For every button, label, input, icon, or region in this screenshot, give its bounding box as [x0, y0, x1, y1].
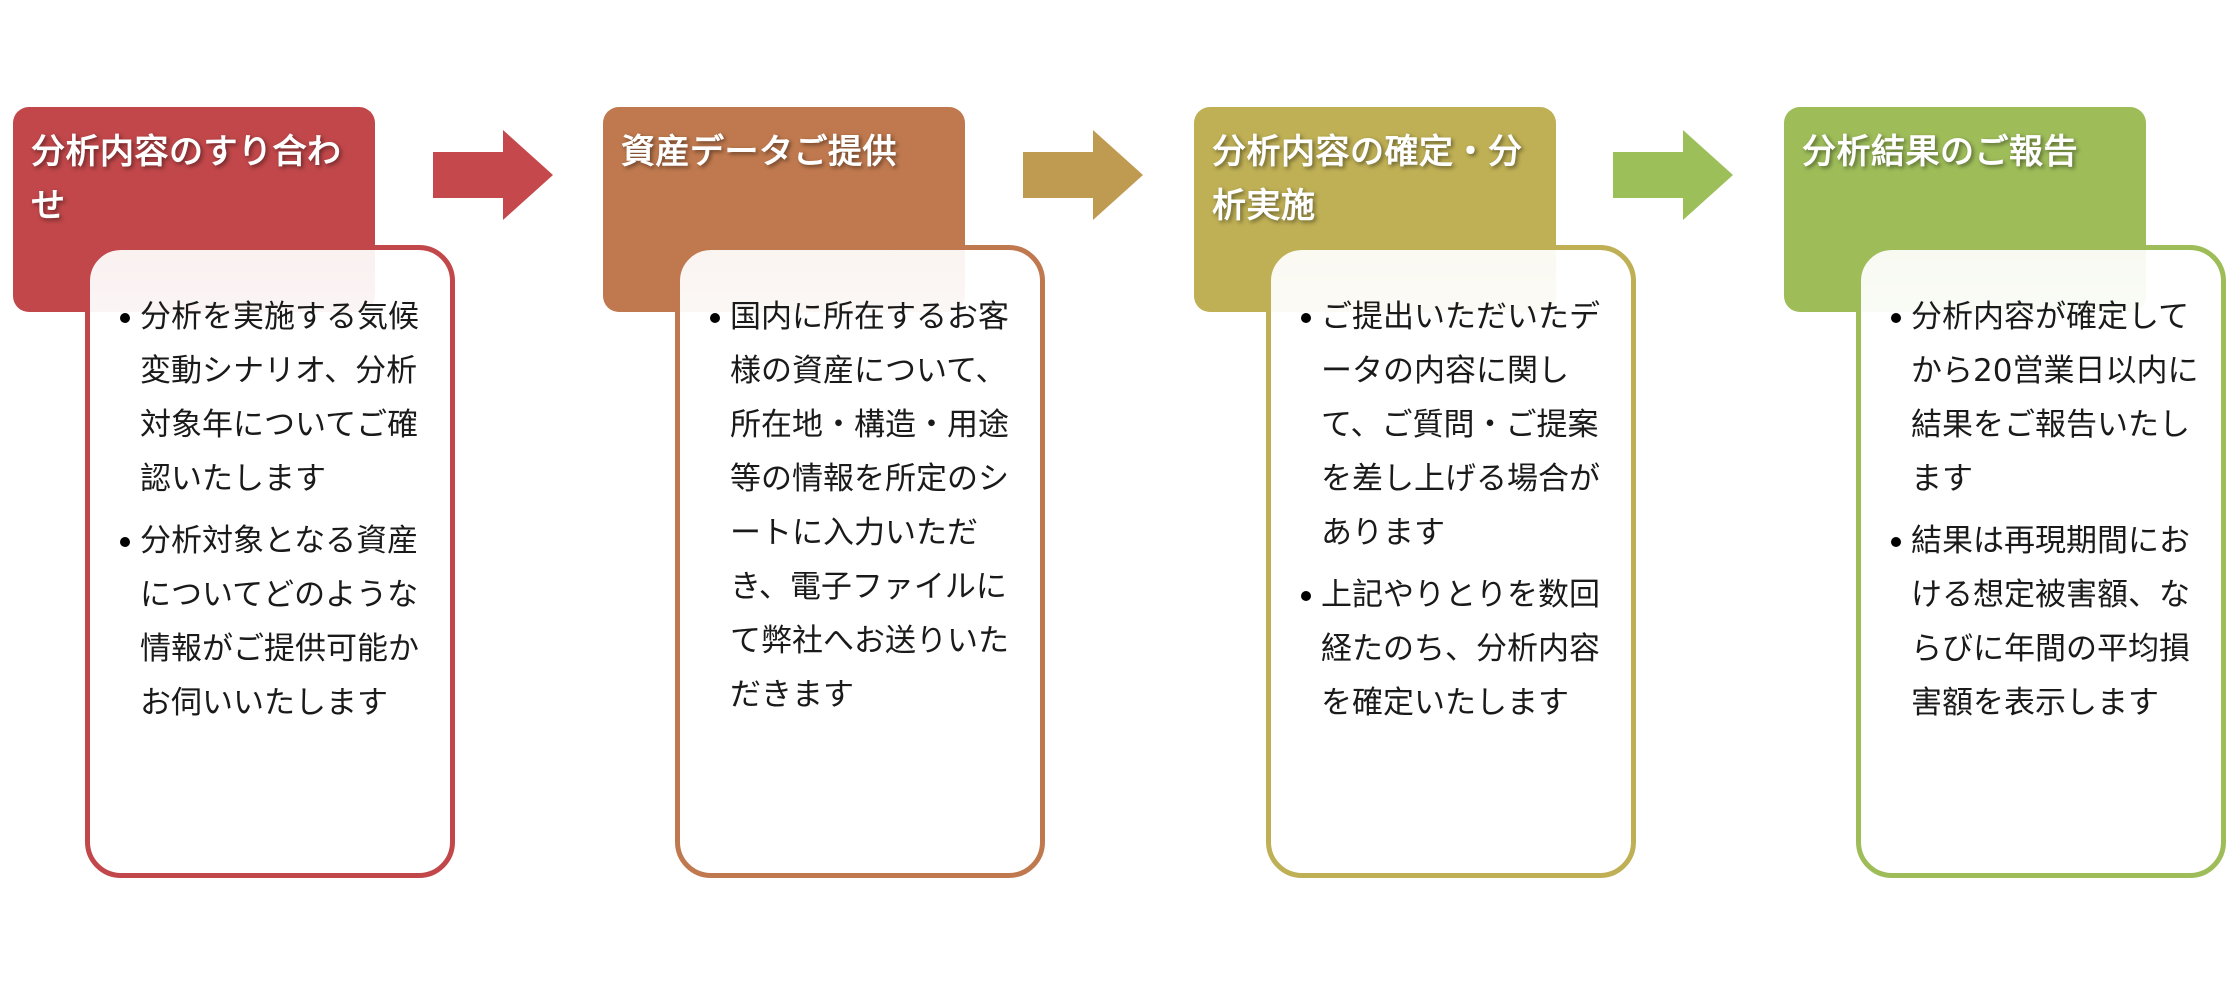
bullet-text: 分析内容が確定してから20営業日以内に結果をご報告いたします [1911, 299, 2199, 497]
step-4-bullet-2: 結果は再現期間における想定被害額、ならびに年間の平均損害額を表示します [1889, 514, 2203, 730]
step-3-body: ご提出いただいたデータの内容に関して、ご質問・ご提案を差し上げる場合があります … [1266, 245, 1636, 878]
step-1-title: 分析内容のすり合わせ [31, 132, 342, 226]
arrow-3-shape [1613, 130, 1733, 220]
step-1-bullet-2: 分析対象となる資産についてどのような情報がご提供可能かお伺いいたします [118, 514, 432, 730]
arrow-right-icon [1613, 130, 1733, 220]
process-step-4: 分析結果のご報告 分析内容が確定してから20営業日以内に結果をご報告いたします … [1771, 0, 2228, 985]
step-3-bullet-list: ご提出いただいたデータの内容に関して、ご質問・ご提案を差し上げる場合があります … [1299, 290, 1613, 730]
bullet-dot-icon [120, 313, 130, 323]
step-2-bullet-1: 国内に所在するお客様の資産について、所在地・構造・用途等の情報を所定のシートに入… [708, 290, 1022, 722]
bullet-dot-icon [1301, 313, 1311, 323]
step-2-title: 資産データご提供 [621, 132, 897, 172]
bullet-dot-icon [1891, 537, 1901, 547]
bullet-dot-icon [710, 313, 720, 323]
bullet-dot-icon [120, 537, 130, 547]
bullet-text: 分析対象となる資産についてどのような情報がご提供可能かお伺いいたします [140, 523, 419, 721]
step-2-bullet-list: 国内に所在するお客様の資産について、所在地・構造・用途等の情報を所定のシートに入… [708, 290, 1022, 722]
bullet-dot-icon [1301, 591, 1311, 601]
process-step-3: 分析内容の確定・分析実施 ご提出いただいたデータの内容に関して、ご質問・ご提案を… [1181, 0, 1711, 985]
step-2-body: 国内に所在するお客様の資産について、所在地・構造・用途等の情報を所定のシートに入… [675, 245, 1045, 878]
step-1-bullet-1: 分析を実施する気候変動シナリオ、分析対象年についてご確認いたします [118, 290, 432, 506]
process-step-2: 資産データご提供 国内に所在するお客様の資産について、所在地・構造・用途等の情報… [590, 0, 1120, 985]
bullet-text: 分析を実施する気候変動シナリオ、分析対象年についてご確認いたします [140, 299, 419, 497]
arrow-2-shape [1023, 130, 1143, 220]
step-3-bullet-1: ご提出いただいたデータの内容に関して、ご質問・ご提案を差し上げる場合があります [1299, 290, 1613, 560]
bullet-text: 国内に所在するお客様の資産について、所在地・構造・用途等の情報を所定のシートに入… [730, 299, 1009, 713]
bullet-text: ご提出いただいたデータの内容に関して、ご質問・ご提案を差し上げる場合があります [1321, 299, 1600, 551]
bullet-dot-icon [1891, 313, 1901, 323]
step-3-bullet-2: 上記やりとりを数回経たのち、分析内容を確定いたします [1299, 568, 1613, 730]
bullet-text: 結果は再現期間における想定被害額、ならびに年間の平均損害額を表示します [1911, 523, 2190, 721]
bullet-text: 上記やりとりを数回経たのち、分析内容を確定いたします [1321, 577, 1600, 721]
arrow-right-icon [1023, 130, 1143, 220]
arrow-right-icon [433, 130, 553, 220]
step-1-body: 分析を実施する気候変動シナリオ、分析対象年についてご確認いたします 分析対象とな… [85, 245, 455, 878]
step-4-bullet-1: 分析内容が確定してから20営業日以内に結果をご報告いたします [1889, 290, 2203, 506]
step-1-bullet-list: 分析を実施する気候変動シナリオ、分析対象年についてご確認いたします 分析対象とな… [118, 290, 432, 730]
process-step-1: 分析内容のすり合わせ 分析を実施する気候変動シナリオ、分析対象年についてご確認い… [0, 0, 530, 985]
step-4-bullet-list: 分析内容が確定してから20営業日以内に結果をご報告いたします 結果は再現期間にお… [1889, 290, 2203, 730]
step-4-title: 分析結果のご報告 [1802, 132, 2078, 172]
step-3-title: 分析内容の確定・分析実施 [1212, 132, 1523, 226]
step-4-body: 分析内容が確定してから20営業日以内に結果をご報告いたします 結果は再現期間にお… [1856, 245, 2226, 878]
arrow-1-shape [433, 130, 553, 220]
